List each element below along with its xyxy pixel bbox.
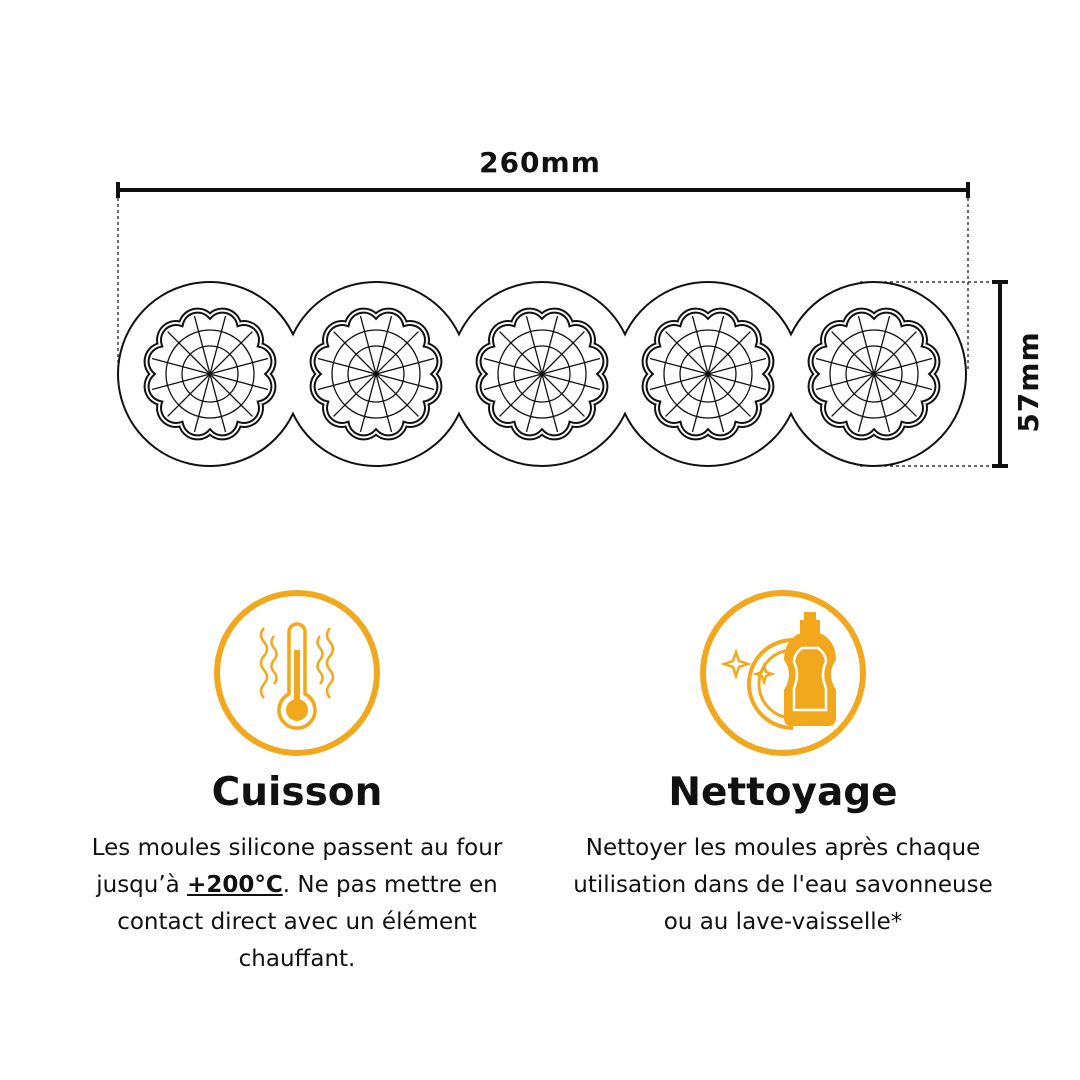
cavity-ring: [331, 329, 421, 419]
feature-description: Nettoyer les moules après chaque utilisa…: [573, 835, 993, 935]
cavity-rib: [209, 373, 227, 433]
cavity-rib: [691, 373, 709, 433]
feature-nettoyage: Nettoyage Nettoyer les moules après chaq…: [573, 588, 993, 941]
cavity-rib: [649, 357, 709, 375]
cavity-rib: [375, 373, 435, 391]
cavity-ring: [663, 329, 753, 419]
temperature-highlight: +200°C: [187, 872, 283, 898]
cavity-rib: [541, 373, 585, 417]
cavity-rib: [707, 373, 725, 433]
feature-title: Nettoyage: [668, 770, 898, 815]
cavity-rib: [209, 373, 269, 391]
dish-soap-icon: [698, 588, 868, 758]
cavity-ring: [829, 329, 919, 419]
cavity-rib: [665, 331, 709, 375]
feature-description: Les moules silicone passent au four jusq…: [91, 835, 503, 972]
cavity-rib: [483, 373, 543, 391]
cavity-rib: [831, 373, 875, 417]
cavity-ring: [181, 345, 239, 403]
cavity-rib: [873, 373, 917, 417]
cavity-ring: [845, 345, 903, 403]
cavity-rib: [209, 357, 269, 375]
cavity-rib: [541, 373, 601, 391]
flower-cavity: [309, 307, 443, 441]
cavity-rib: [209, 373, 253, 417]
cavity-rib: [359, 315, 377, 375]
cavity-rib: [649, 373, 709, 391]
cavity-rib: [193, 315, 211, 375]
cavity-rib: [499, 373, 543, 417]
cavity-rib: [375, 373, 419, 417]
cavity-rib: [857, 315, 875, 375]
cavity-rib: [209, 331, 253, 375]
cavity-rib: [359, 373, 377, 433]
cavity-rib: [317, 373, 377, 391]
cavity-rib: [541, 373, 559, 433]
cavity-rib: [707, 373, 767, 391]
cavity-rib: [857, 373, 875, 433]
feature-title: Cuisson: [211, 770, 383, 815]
cavity-rib: [873, 373, 891, 433]
cavity-rib: [375, 357, 435, 375]
flower-cavity: [475, 307, 609, 441]
cavity-rim-highlight: [809, 309, 939, 439]
cavity-rib: [873, 331, 917, 375]
flower-cavity: [807, 307, 941, 441]
cavity-rim-highlight: [311, 309, 441, 439]
cavity-rim-highlight: [477, 309, 607, 439]
thermometer-heat-icon: [212, 588, 382, 758]
cavity-rim-highlight: [643, 309, 773, 439]
mold-dimension-diagram: 260mm 57mm: [116, 146, 1045, 468]
cavity-ring: [679, 345, 737, 403]
cavity-rib: [333, 331, 377, 375]
height-label: 57mm: [1012, 331, 1045, 432]
width-label: 260mm: [479, 146, 601, 179]
cavity-rib: [209, 315, 227, 375]
cavity-rib: [167, 331, 211, 375]
cavity-rib: [193, 373, 211, 433]
cavity-ring: [347, 345, 405, 403]
cavity-rib: [707, 331, 751, 375]
cavity-rib: [151, 373, 211, 391]
cavity-rib: [167, 373, 211, 417]
cavity-rib: [333, 373, 377, 417]
cavity-rim-highlight: [145, 309, 275, 439]
cavity-rib: [483, 357, 543, 375]
cavity-ring: [497, 329, 587, 419]
cavity-rib: [873, 357, 933, 375]
cavity-rib: [541, 357, 601, 375]
cavity-rib: [541, 331, 585, 375]
cavity-rib: [665, 373, 709, 417]
cavity-rib: [815, 373, 875, 391]
cavity-rib: [525, 315, 543, 375]
cavity-rib: [707, 315, 725, 375]
cavity-rib: [317, 357, 377, 375]
cavity-rib: [707, 373, 751, 417]
flower-cavity: [641, 307, 775, 441]
cavity-rib: [815, 357, 875, 375]
cavity-rib: [707, 357, 767, 375]
cavity-rib: [541, 315, 559, 375]
cavity-rib: [151, 357, 211, 375]
mold-cavities: [143, 307, 941, 441]
cavity-rib: [831, 331, 875, 375]
cavity-rib: [691, 315, 709, 375]
cavity-rib: [873, 315, 891, 375]
flower-cavity: [143, 307, 277, 441]
cavity-rib: [375, 315, 393, 375]
cavity-ring: [165, 329, 255, 419]
cavity-rib: [375, 331, 419, 375]
cavity-rib: [525, 373, 543, 433]
feature-cuisson: Cuisson Les moules silicone passent au f…: [87, 588, 507, 978]
cavity-rib: [499, 331, 543, 375]
cavity-ring: [513, 345, 571, 403]
cavity-rib: [375, 373, 393, 433]
cavity-rib: [873, 373, 933, 391]
mold-outline: [116, 281, 968, 467]
